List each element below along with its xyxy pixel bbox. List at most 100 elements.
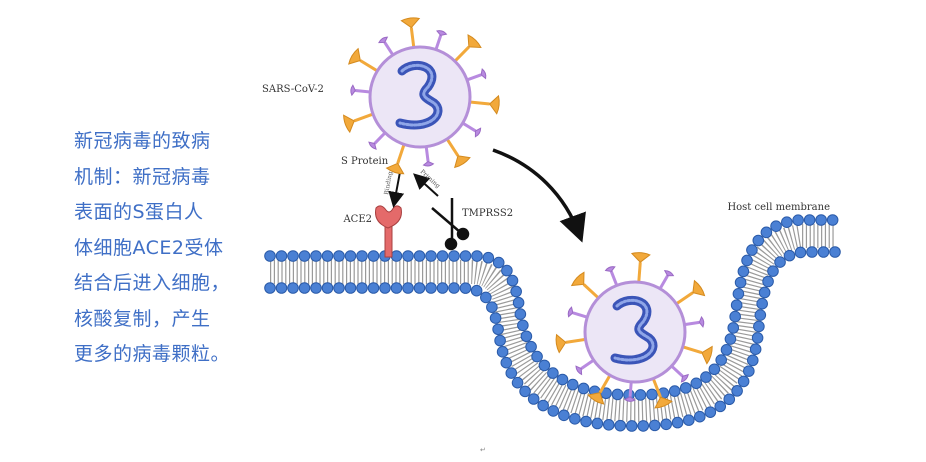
membrane-protein: [422, 160, 435, 167]
lipid-head: [803, 214, 816, 226]
lipid-head: [746, 244, 758, 256]
virus-particle-endocytosed: [555, 252, 713, 409]
lipid-head: [614, 419, 627, 432]
lipid-head: [379, 282, 391, 294]
lipid-head: [679, 382, 692, 394]
lipid-head: [344, 250, 357, 262]
lipid-head: [727, 322, 740, 334]
s-protein-spike: [488, 94, 500, 115]
s-protein-spike: [587, 392, 605, 405]
virus-label: SARS-CoV-2: [262, 84, 324, 95]
ace2-label: ACE2: [342, 214, 372, 225]
lipid-head: [390, 282, 403, 294]
lipid-head: [634, 389, 647, 401]
priming-label: Priming: [419, 168, 442, 189]
lipid-head: [367, 282, 380, 294]
lipid-head: [333, 282, 345, 294]
membrane-protein: [698, 316, 705, 328]
lipid-head: [714, 400, 727, 413]
lipid-head: [501, 264, 513, 277]
lipid-head: [264, 282, 276, 294]
spike-stalk: [580, 358, 595, 370]
spike-stalk: [469, 100, 490, 106]
lipid-head: [756, 297, 768, 310]
lipid-head: [470, 284, 483, 297]
lipid-head: [746, 354, 759, 367]
lipid-head: [356, 250, 368, 262]
s-protein-spike: [385, 162, 405, 175]
s-protein-spike: [467, 34, 482, 49]
binding-arrow: [388, 171, 405, 208]
lipid-head: [275, 282, 288, 294]
spike-stalk: [609, 270, 619, 286]
lipid-head: [760, 226, 773, 239]
lipid-head: [496, 346, 509, 358]
membrane-protein: [474, 127, 482, 138]
caption-line: 核酸复制，产生: [74, 307, 211, 330]
lipid-head: [471, 250, 483, 262]
lipid-head: [298, 250, 311, 262]
spike-stalk: [658, 274, 669, 290]
lipid-head: [520, 330, 533, 343]
membrane-protein: [663, 270, 675, 277]
lipid-head: [486, 301, 498, 313]
lipid-head: [754, 309, 767, 321]
caption-line: 更多的病毒颗粒。: [74, 343, 231, 365]
lipid-head: [743, 365, 755, 377]
lipid-head: [732, 287, 745, 300]
lipid-head: [500, 356, 513, 369]
lipid-head: [668, 385, 681, 397]
membrane-protein: [567, 306, 574, 318]
lipid-head: [648, 419, 661, 432]
caption-line: 表面的S蛋白人: [74, 201, 204, 223]
lipid-head: [693, 410, 706, 423]
lipid-head: [781, 216, 793, 228]
lipid-head: [753, 320, 765, 333]
spike-stalk: [684, 320, 700, 327]
membrane-protein: [680, 373, 689, 383]
lipid-head: [492, 323, 504, 336]
lipid-head: [611, 388, 624, 401]
lipid-head: [333, 250, 345, 262]
spike-stalk: [409, 27, 416, 48]
lipid-head: [512, 296, 525, 309]
spike-stalk: [396, 143, 406, 164]
caption-line: 结合后进入细胞，: [74, 272, 231, 294]
s-protein-spike: [701, 345, 713, 365]
lipid-head: [287, 250, 299, 262]
spike-stalk: [383, 41, 395, 56]
caption-line: 机制：新冠病毒: [74, 165, 211, 188]
lipid-head: [774, 256, 786, 268]
spike-stalk: [359, 59, 379, 73]
membrane-protein: [378, 36, 389, 44]
lipid-head: [708, 363, 721, 376]
lipid-head: [637, 420, 650, 432]
lipid-head: [321, 282, 334, 294]
caption-text: 新冠病毒的致病 机制：新冠病毒 表面的S蛋白人 体细胞ACE2受体 结合后进入细…: [74, 124, 254, 373]
spike-stalk: [373, 131, 387, 145]
spike-stalk: [355, 89, 371, 94]
spike-stalk: [682, 345, 703, 355]
lipid-head: [724, 333, 737, 345]
lipid-head: [767, 265, 779, 277]
lipid-head: [506, 274, 519, 287]
lipid-head: [527, 393, 540, 405]
s-protein-spike: [630, 252, 651, 263]
lipid-head: [591, 417, 604, 430]
lipid-head: [720, 344, 733, 356]
lipid-head: [737, 265, 750, 278]
lipid-head: [459, 282, 472, 294]
lipid-head: [298, 282, 311, 294]
lipid-head: [580, 415, 592, 428]
membrane-protein: [575, 365, 583, 376]
membrane-protein: [436, 30, 448, 36]
s-protein-spike: [570, 271, 585, 287]
lipid-head: [402, 250, 414, 262]
lipid-head: [671, 416, 684, 429]
lipid-head: [646, 388, 658, 401]
s-protein-spike: [343, 114, 355, 134]
lipid-head: [310, 282, 322, 294]
spike-stalk: [453, 45, 470, 63]
lipid-head: [511, 376, 524, 389]
